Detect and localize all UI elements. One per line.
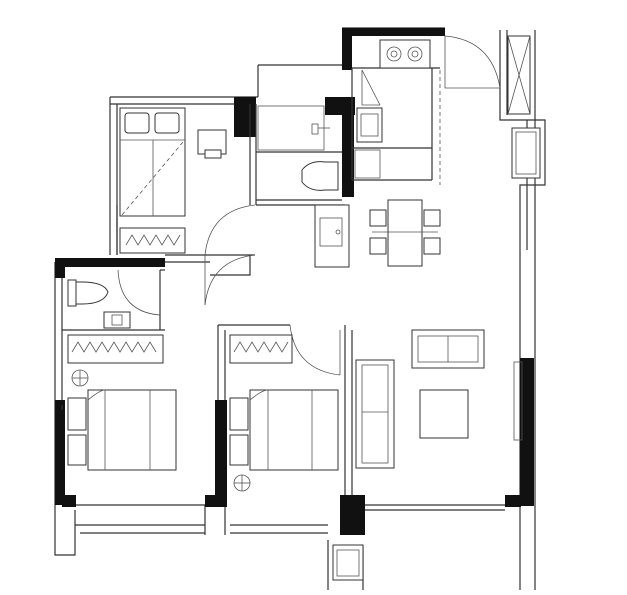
sink-icon: [356, 107, 383, 143]
door-swing-icon: [117, 35, 501, 376]
bed-icon: [119, 107, 186, 217]
kitchen: [354, 39, 441, 185]
balcony: [332, 544, 364, 581]
bathroom-top: [257, 105, 339, 191]
toilet-icon: [301, 161, 339, 191]
chair-icon: [369, 209, 441, 255]
table-icon: [387, 199, 423, 267]
bedroom-middle: [229, 334, 339, 492]
wardrobe-icon: [67, 334, 164, 364]
bathroom: [67, 279, 131, 329]
stove-icon: [386, 46, 423, 62]
dining: [369, 199, 441, 267]
wardrobe-icon: [229, 334, 293, 364]
sofa-icon: [411, 329, 485, 369]
bedroom-north: [119, 107, 227, 254]
bed-icon: [87, 389, 177, 471]
table-icon: [419, 389, 469, 439]
partitions: [61, 67, 440, 495]
bed-icon: [249, 389, 339, 471]
wardrobe-icon: [119, 227, 186, 254]
living-room: [355, 329, 523, 469]
sofa-icon: [355, 359, 395, 469]
structural-walls: [55, 28, 534, 535]
bedroom-west: [67, 334, 177, 471]
window-right: [507, 35, 541, 179]
toilet-icon: [67, 279, 109, 307]
sink-icon: [314, 204, 350, 268]
